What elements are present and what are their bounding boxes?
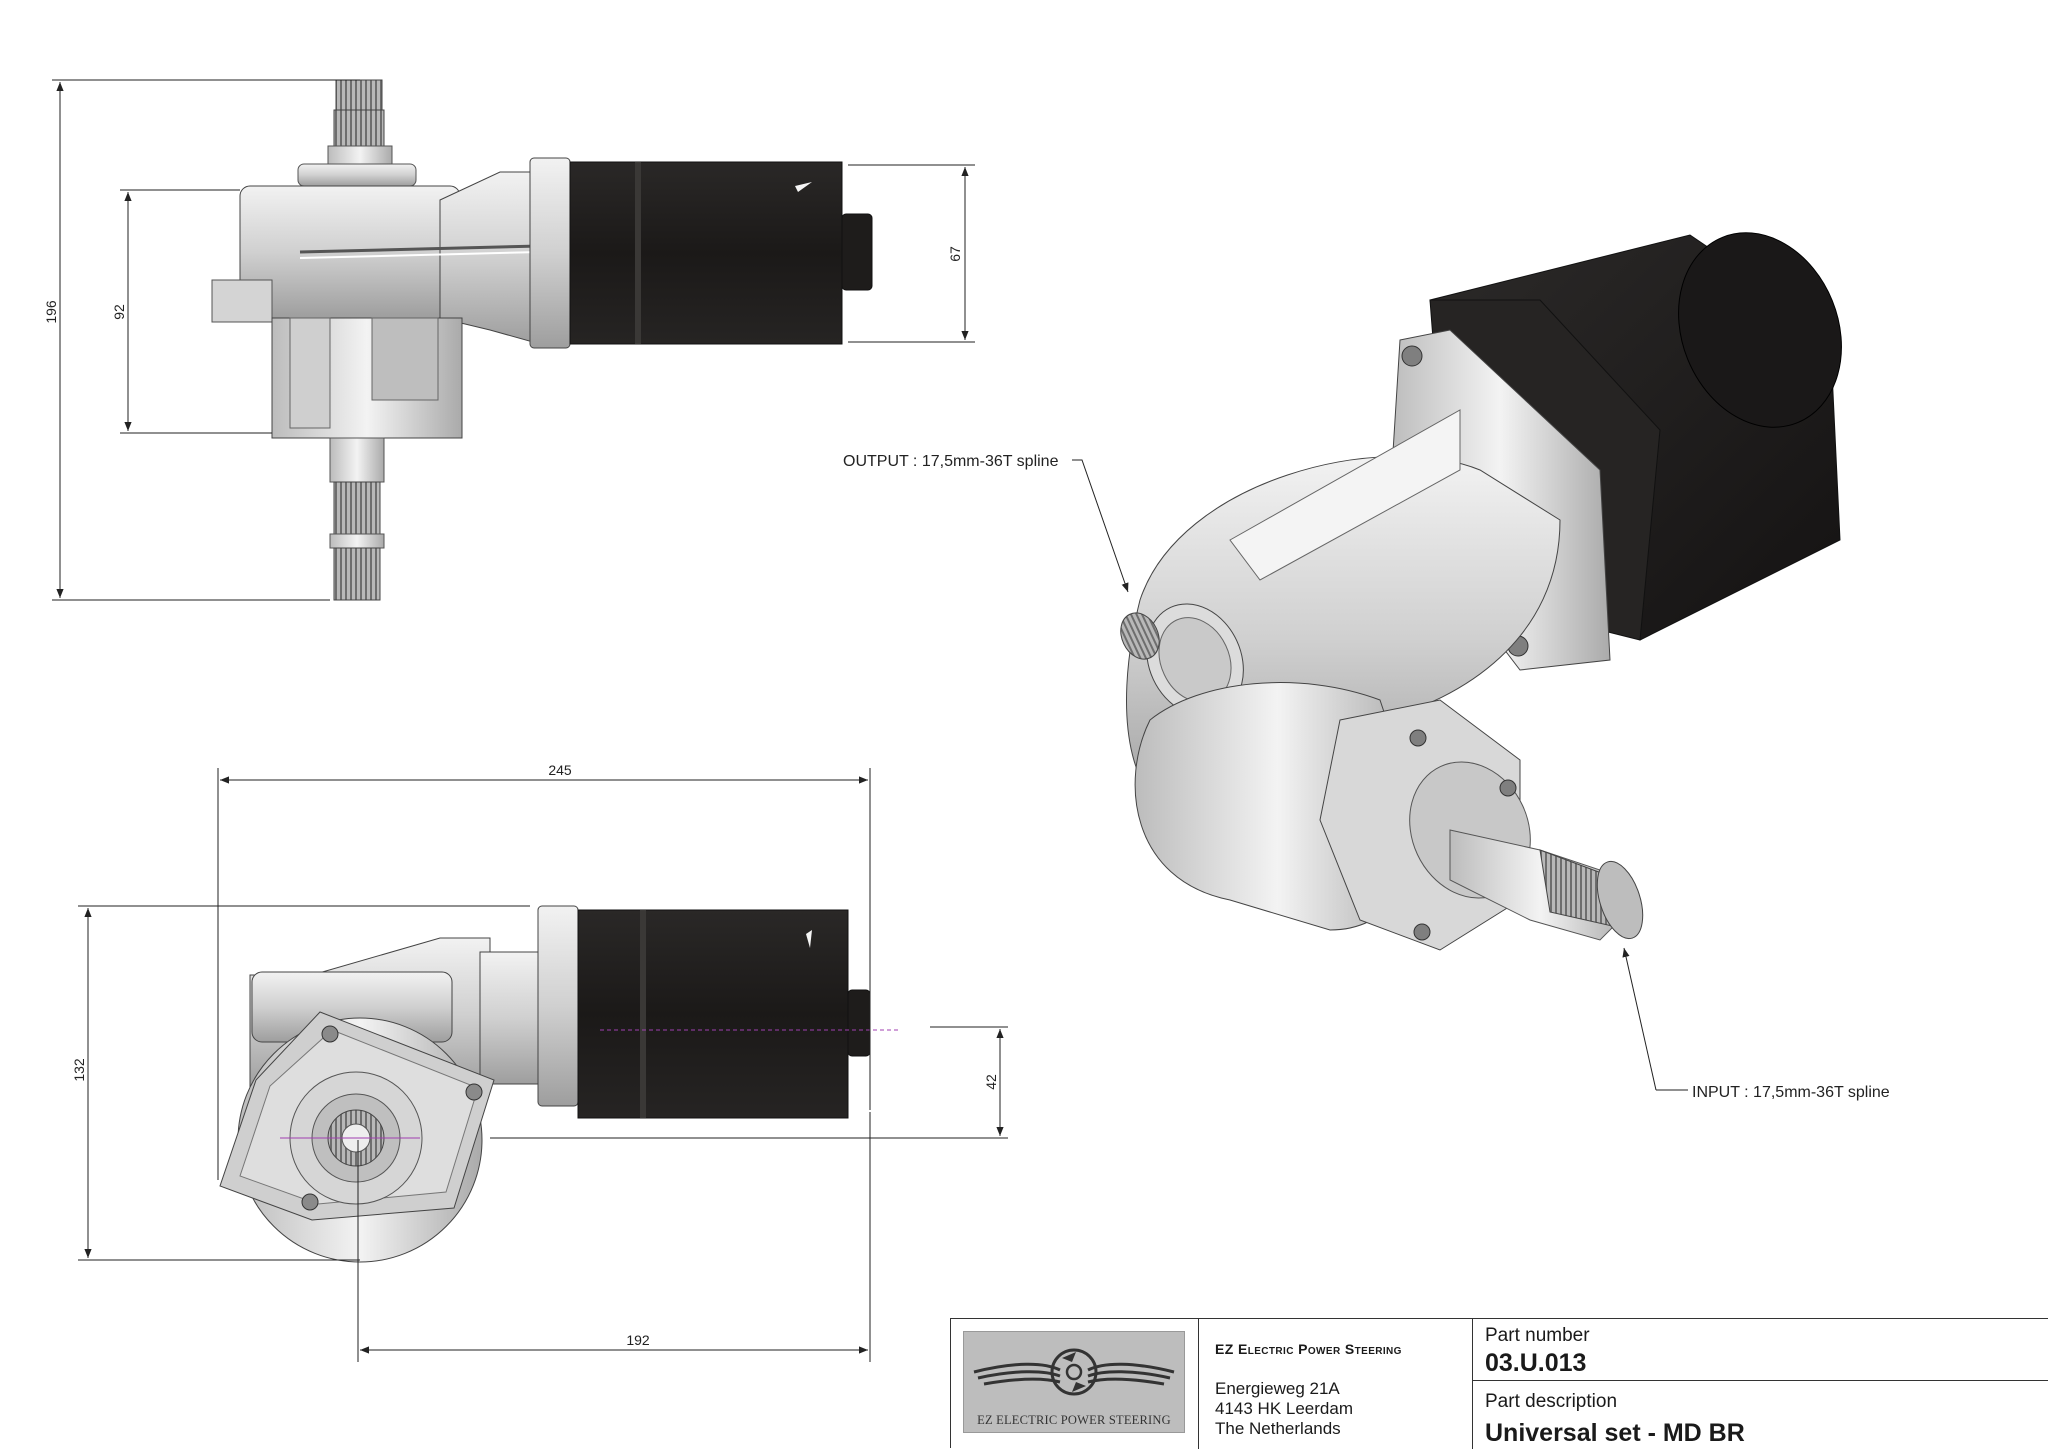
top-view xyxy=(211,79,873,601)
address-line-1: Energieweg 21A xyxy=(1215,1379,1340,1398)
dim-front-width-bottom: 192 xyxy=(626,1332,650,1348)
front-view-dimensions xyxy=(78,768,1008,1362)
logo-text: EZ ELECTRIC POWER STEERING xyxy=(977,1413,1171,1427)
output-callout: OUTPUT : 17,5mm-36T spline xyxy=(843,453,1059,470)
title-block: EZ ELECTRIC POWER STEERING EZ Electric P… xyxy=(950,1318,2048,1449)
address-line-2: 4143 HK Leerdam xyxy=(1215,1399,1353,1418)
dim-front-width: 245 xyxy=(548,762,572,778)
front-view xyxy=(219,905,900,1263)
dim-front-height: 132 xyxy=(71,1058,87,1082)
part-description-cell: Part description Universal set - MD BR xyxy=(1473,1381,2048,1449)
company-address: Energieweg 21A 4143 HK Leerdam The Nethe… xyxy=(1215,1379,1353,1439)
logo-cell: EZ ELECTRIC POWER STEERING xyxy=(951,1319,1199,1449)
part-number-label: Part number xyxy=(1485,1325,1590,1346)
callout-leaders xyxy=(1072,459,1688,1091)
dim-top-inner-height: 92 xyxy=(111,304,127,320)
dim-top-motor-height: 67 xyxy=(947,246,963,262)
company-name: EZ Electric Power Steering xyxy=(1215,1341,1402,1357)
dim-front-offset: 42 xyxy=(983,1074,999,1090)
isometric-view xyxy=(1120,232,1842,951)
company-logo: EZ ELECTRIC POWER STEERING xyxy=(963,1331,1185,1433)
address-line-3: The Netherlands xyxy=(1215,1419,1341,1438)
dim-top-height: 196 xyxy=(43,300,59,324)
winged-wheel-icon xyxy=(973,1348,1175,1396)
part-description-label: Part description xyxy=(1485,1391,1618,1412)
part-description-value: Universal set - MD BR xyxy=(1485,1419,1745,1447)
part-number-value: 03.U.013 xyxy=(1485,1349,1587,1377)
part-number-cell: Part number 03.U.013 xyxy=(1473,1319,2048,1381)
input-callout: INPUT : 17,5mm-36T spline xyxy=(1692,1084,1890,1101)
company-cell: EZ Electric Power Steering Energieweg 21… xyxy=(1199,1319,1473,1449)
top-view-dimensions xyxy=(52,79,975,601)
